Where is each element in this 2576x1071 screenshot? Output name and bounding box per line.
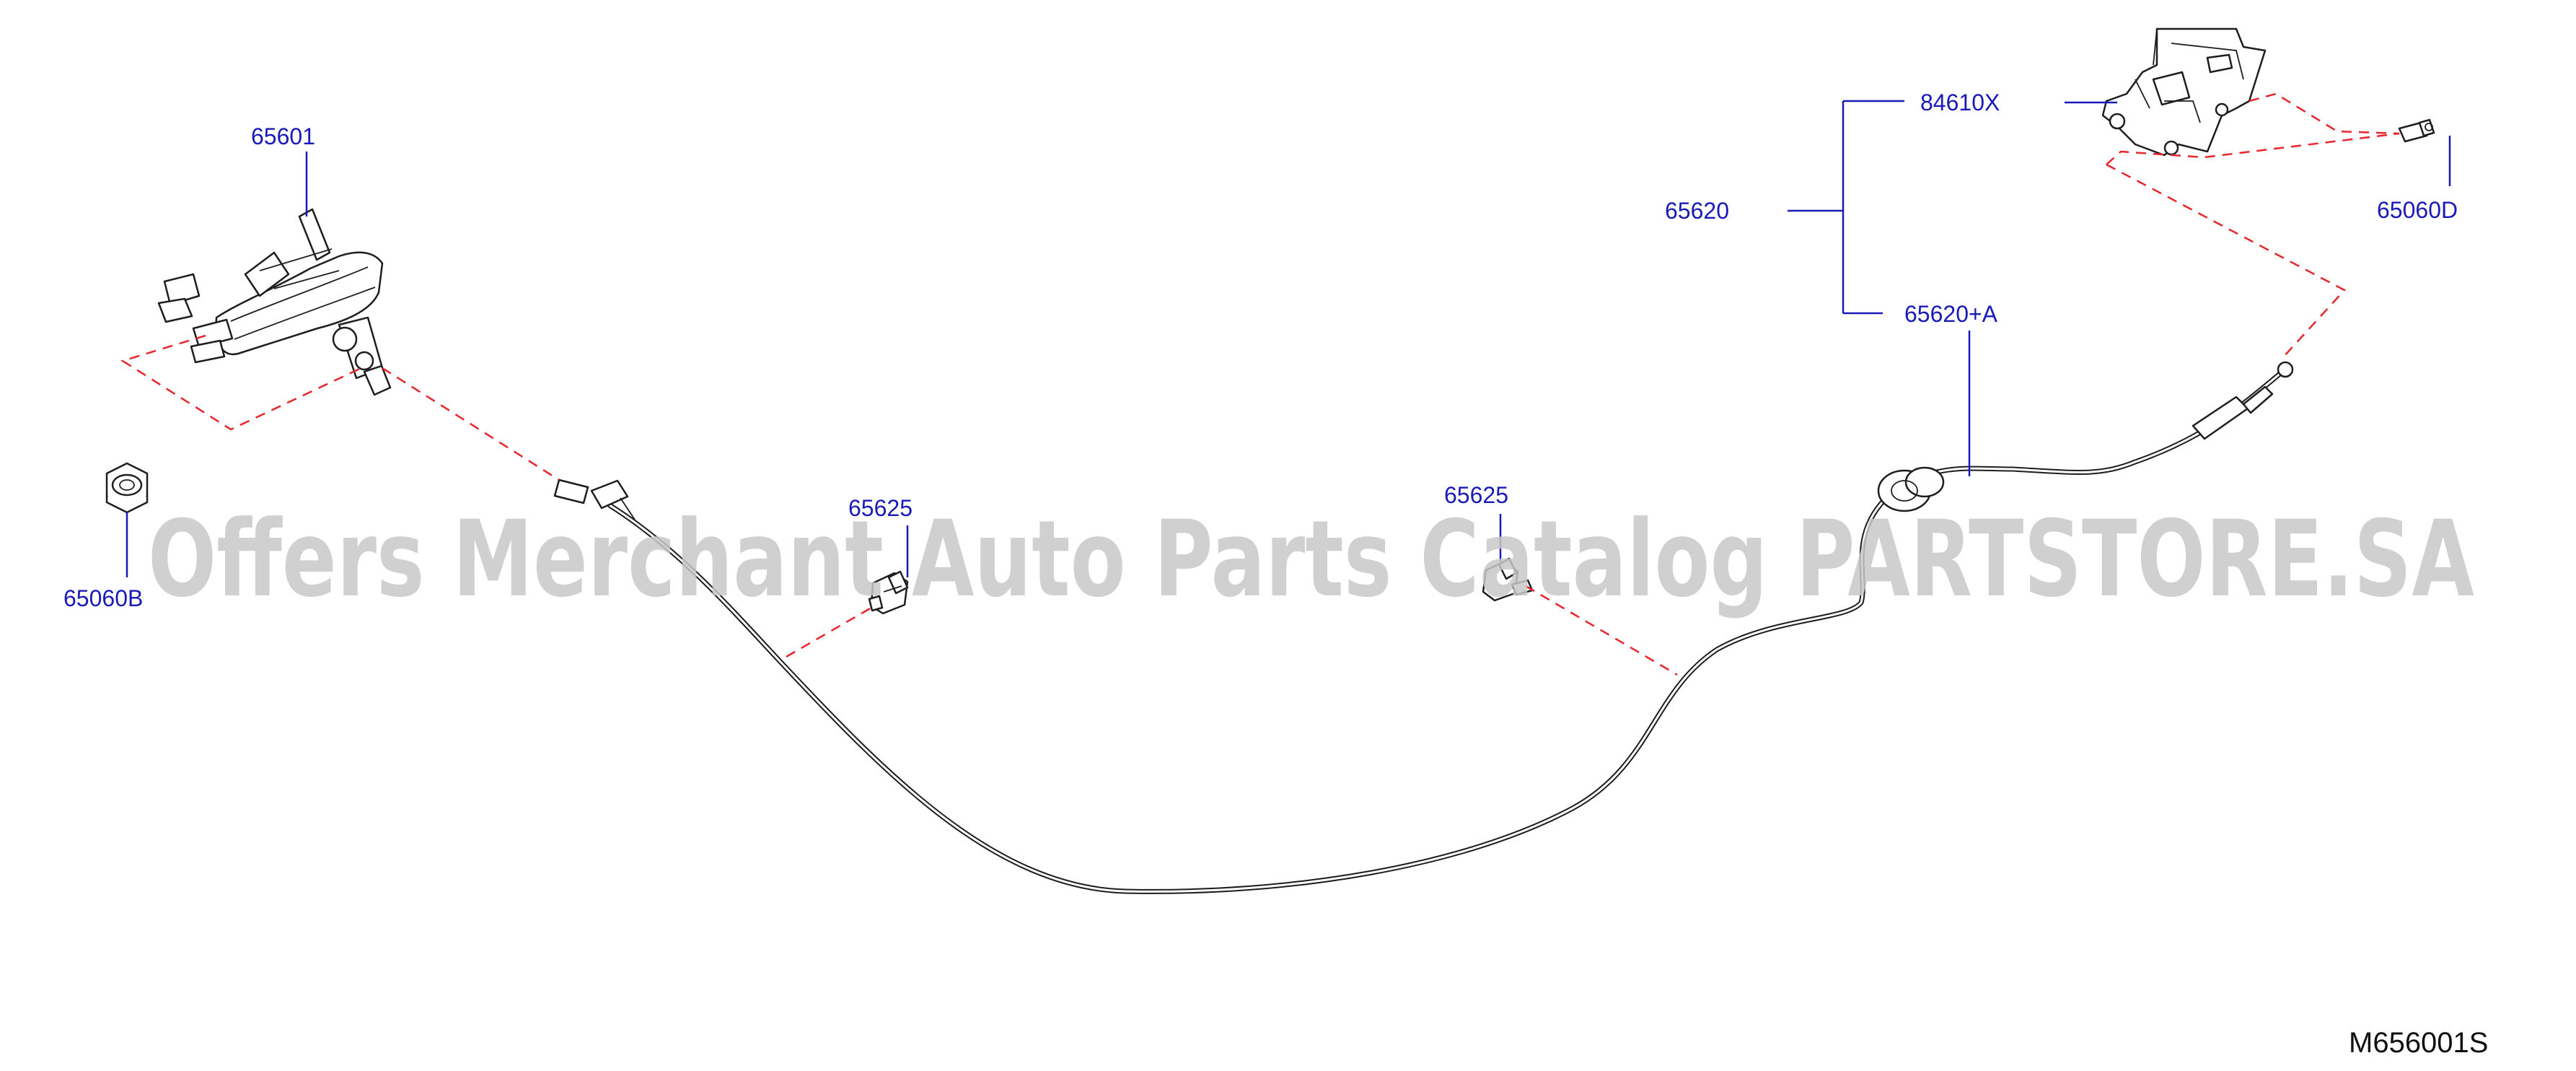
label-84610x[interactable]: 84610X bbox=[1920, 89, 2000, 115]
label-65620a[interactable]: 65620+A bbox=[1904, 301, 1998, 327]
assembly-guides bbox=[120, 92, 2400, 676]
latch-84610x bbox=[2101, 27, 2267, 157]
label-65060d[interactable]: 65060D bbox=[2377, 197, 2458, 223]
clip-65625-right bbox=[1482, 557, 1534, 602]
label-65625-right[interactable]: 65625 bbox=[1444, 482, 1508, 508]
nut-65060b bbox=[105, 462, 149, 514]
label-65625-left[interactable]: 65625 bbox=[848, 495, 913, 521]
label-65620[interactable]: 65620 bbox=[1665, 198, 1729, 224]
diagram-code: M656001S bbox=[2349, 1027, 2488, 1059]
cable-65620a bbox=[553, 361, 2294, 894]
bolt-65060d bbox=[2398, 118, 2435, 143]
leader-lines bbox=[126, 100, 2451, 577]
label-65060b[interactable]: 65060B bbox=[63, 585, 143, 611]
label-65601[interactable]: 65601 bbox=[251, 123, 315, 149]
clip-65625-left bbox=[868, 570, 909, 615]
lever-assembly-65601 bbox=[157, 208, 392, 396]
watermark: Offers Merchant Auto Parts Catalog PARTS… bbox=[148, 498, 2474, 621]
